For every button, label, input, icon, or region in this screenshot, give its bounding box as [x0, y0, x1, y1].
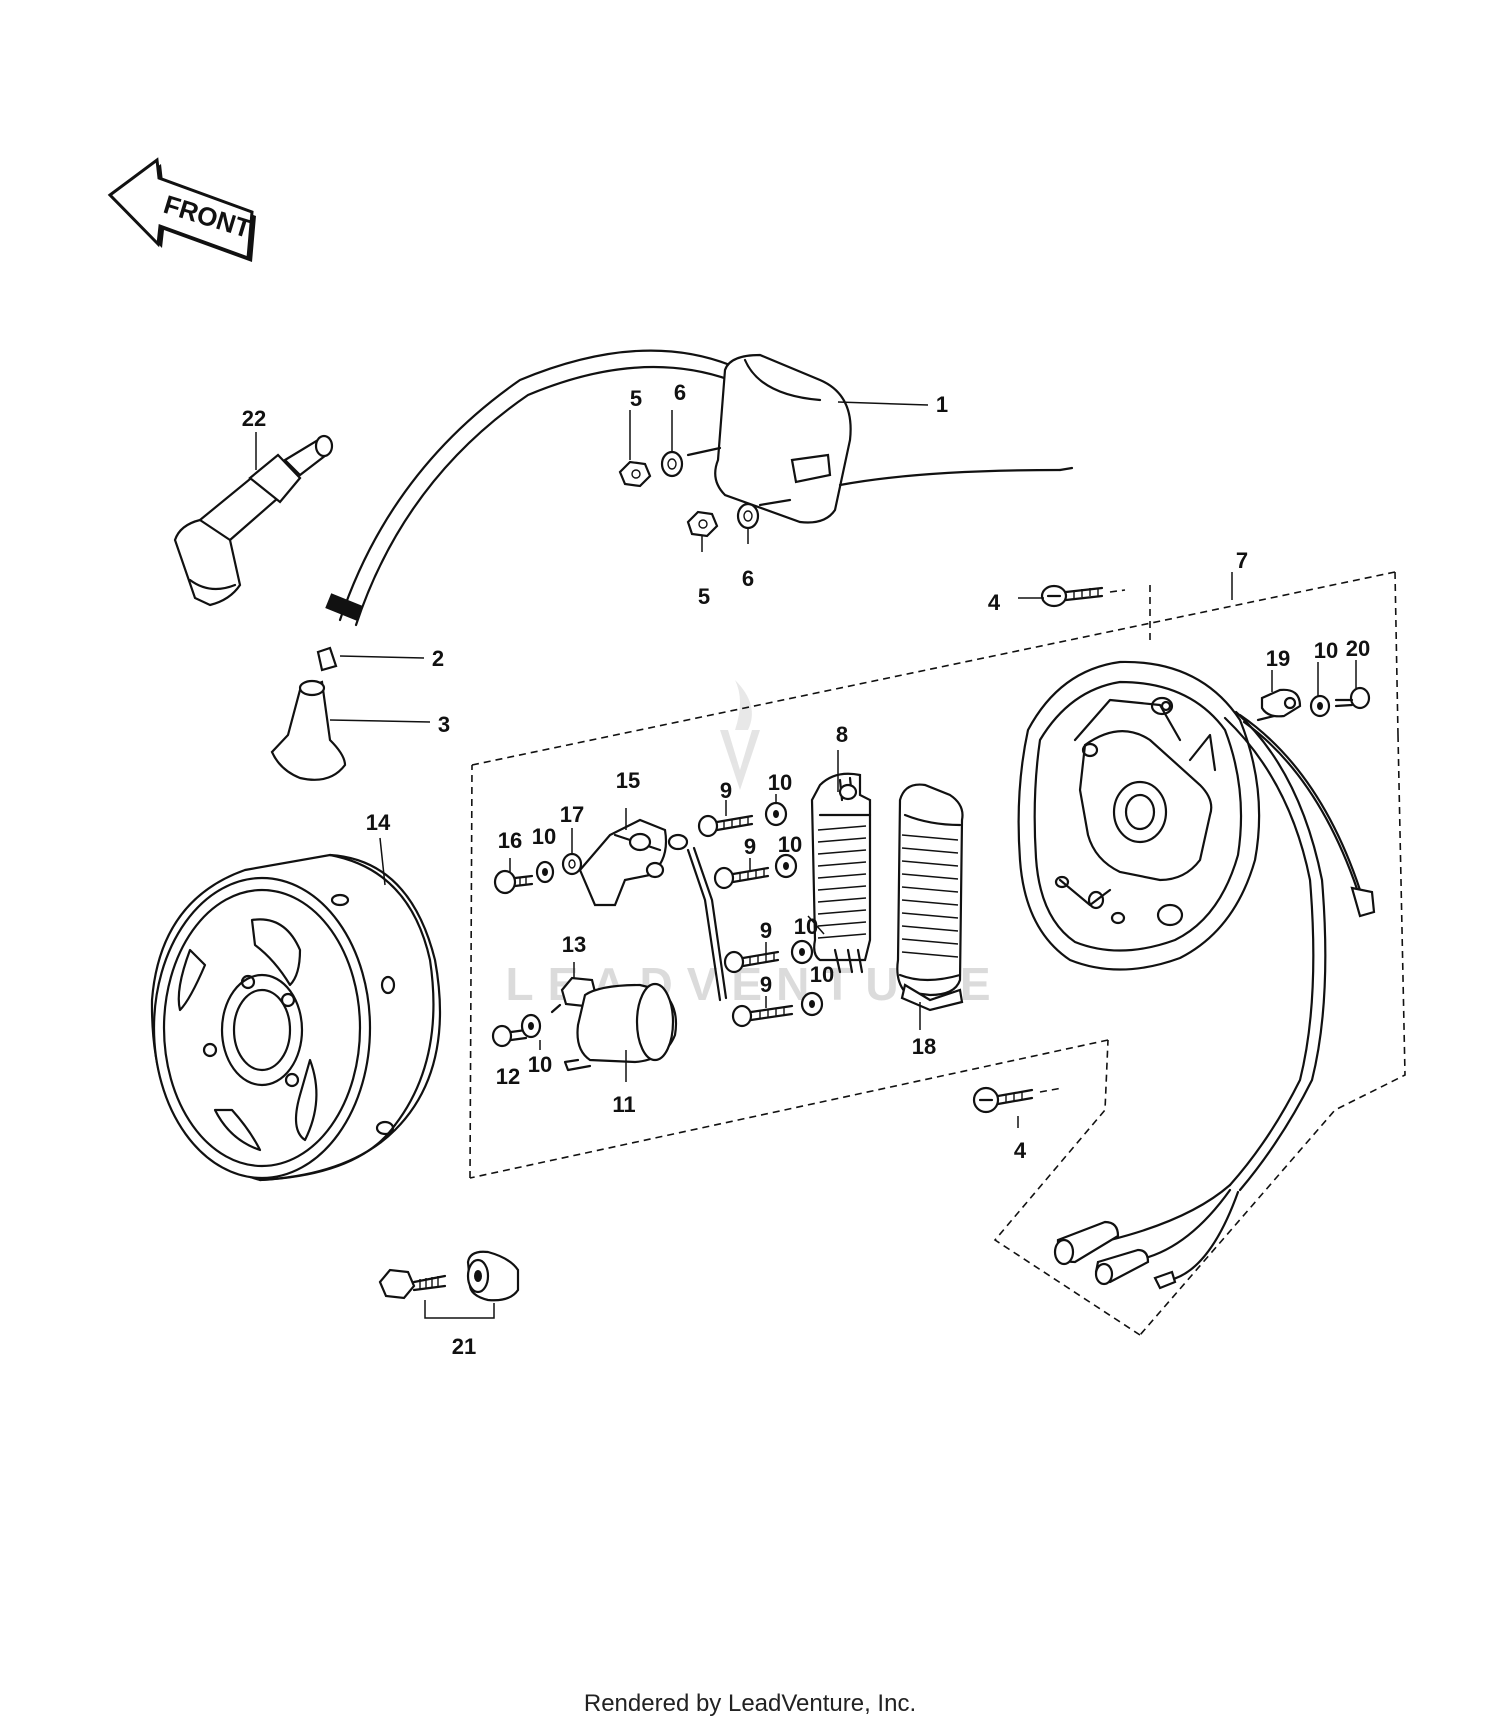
breaker-lock-washer — [535, 860, 555, 884]
breaker-plain-washer — [561, 852, 583, 876]
coil-washer-4 — [800, 991, 824, 1017]
condenser-washer — [520, 1013, 542, 1039]
callout-4-lower: 4 — [1014, 1138, 1027, 1163]
callout-17: 17 — [560, 802, 584, 827]
callout-10-f: 10 — [528, 1052, 552, 1077]
callout-5-lower: 5 — [698, 584, 710, 609]
callout-3: 3 — [438, 712, 450, 737]
render-credit: Rendered by LeadVenture, Inc. — [583, 1690, 917, 1717]
callout-12: 12 — [496, 1064, 520, 1089]
callout-6-lower: 6 — [742, 566, 754, 591]
stator-screw-upper — [1040, 584, 1126, 608]
coil-washer-3 — [790, 939, 814, 965]
callout-16: 16 — [498, 828, 522, 853]
coil-nut-lower — [686, 510, 719, 538]
rotor-bolt — [378, 1268, 447, 1300]
plug-boot — [270, 679, 347, 781]
callout-9-b: 9 — [744, 834, 756, 859]
callout-7: 7 — [1236, 548, 1248, 573]
callout-15: 15 — [616, 768, 640, 793]
callout-5-upper: 5 — [630, 386, 642, 411]
callout-18: 18 — [912, 1034, 936, 1059]
coil-washer-lower — [736, 502, 760, 530]
condenser-screw — [491, 1024, 528, 1048]
coil-screw-2 — [713, 866, 770, 890]
breaker-screw — [493, 869, 534, 895]
stator-wiring-harness — [1053, 710, 1376, 1290]
callout-10-g: 10 — [1314, 638, 1338, 663]
callout-10-d: 10 — [810, 962, 834, 987]
callout-14: 14 — [366, 810, 391, 835]
stator-assembly-outline — [469, 571, 1406, 1336]
callout-4-upper: 4 — [988, 590, 1001, 615]
rotor-kit-bracket — [424, 1300, 495, 1319]
callout-10-a: 10 — [768, 770, 792, 795]
callout-21: 21 — [452, 1334, 476, 1359]
clamp-washer — [1309, 694, 1331, 718]
clamp-screw — [1334, 686, 1371, 710]
coil-washer-2 — [774, 853, 798, 879]
callout-10-b: 10 — [778, 832, 802, 857]
contact-breaker-points — [578, 818, 668, 907]
lead-terminal — [316, 646, 338, 672]
callout-20: 20 — [1346, 636, 1370, 661]
callout-8: 8 — [836, 722, 848, 747]
coil-washer-1 — [764, 801, 788, 827]
flywheel-rotor — [150, 853, 441, 1182]
lighting-coil — [810, 772, 872, 974]
coil-washer-upper — [660, 450, 684, 478]
callout-9-a: 9 — [720, 778, 732, 803]
callout-2: 2 — [432, 646, 444, 671]
callout-19: 19 — [1266, 646, 1290, 671]
callout-1: 1 — [936, 392, 948, 417]
callout-11: 11 — [612, 1092, 635, 1117]
cable-clamp — [1256, 688, 1302, 722]
coil-screw-1 — [697, 814, 754, 838]
callout-numbers: 1 2 3 4 4 5 5 6 6 7 8 9 9 9 9 10 10 10 1… — [242, 380, 1370, 1359]
exciter-coil — [896, 783, 964, 1012]
coil-screw-3 — [723, 950, 780, 974]
callout-22: 22 — [242, 406, 266, 431]
ignition-coil — [325, 349, 1074, 627]
callout-13: 13 — [562, 932, 586, 957]
breaker-lead-wire — [667, 833, 728, 1002]
stator-base-plate — [1017, 660, 1261, 971]
callout-9-d: 9 — [760, 972, 772, 997]
callout-9-c: 9 — [760, 918, 772, 943]
stator-screw-lower — [972, 1086, 1063, 1114]
front-direction-arrow: FRONT — [107, 157, 256, 262]
coil-screw-4 — [731, 1004, 794, 1028]
callout-10-c: 10 — [794, 914, 818, 939]
callout-6-upper: 6 — [674, 380, 686, 405]
condenser — [563, 982, 678, 1072]
rotor-spacer — [466, 1250, 520, 1302]
callout-10-e: 10 — [532, 824, 556, 849]
spark-plug-cap — [173, 434, 334, 607]
coil-nut-upper — [618, 460, 652, 488]
leader-lines — [255, 401, 1357, 1128]
